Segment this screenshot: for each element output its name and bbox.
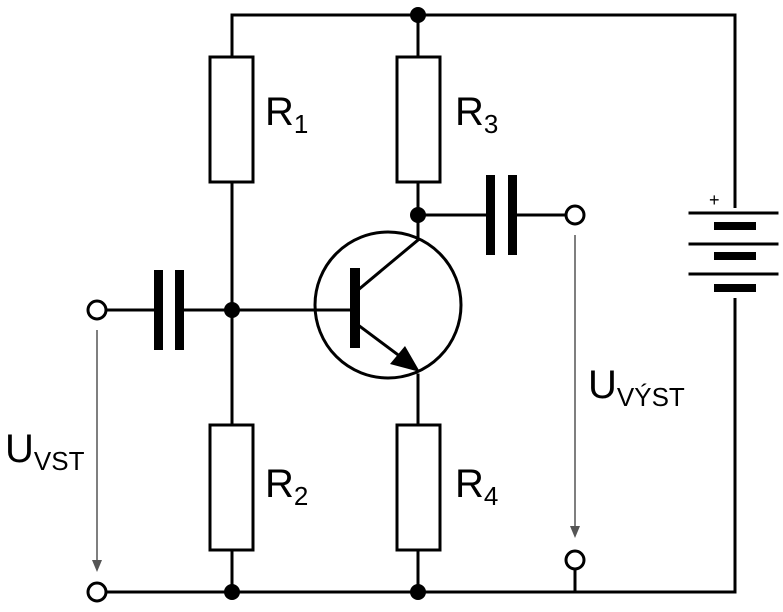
label-input-voltage: UVST bbox=[5, 427, 85, 476]
junction-node-ground-left bbox=[224, 584, 240, 600]
input-voltage-arrow bbox=[92, 330, 102, 572]
junction-node-base bbox=[224, 302, 240, 318]
label-r4: R4 bbox=[455, 462, 498, 511]
input-capacitor-plate-left bbox=[154, 270, 163, 350]
output-terminal-top bbox=[564, 204, 586, 226]
transistor-collector-lead bbox=[355, 237, 421, 293]
resistor-r1 bbox=[208, 55, 255, 184]
label-output-voltage: UVÝST bbox=[588, 363, 685, 412]
transistor-base-bar bbox=[350, 268, 360, 348]
input-terminal-top bbox=[86, 299, 108, 321]
npn-transistor bbox=[308, 230, 463, 380]
battery-plus-sign: + bbox=[709, 190, 720, 210]
resistor-r3 bbox=[395, 55, 442, 184]
emitter-arrow-icon bbox=[390, 346, 420, 372]
label-r3: R3 bbox=[455, 90, 498, 139]
junction-node-collector bbox=[410, 207, 426, 223]
junction-node-ground-right bbox=[410, 584, 426, 600]
transistor-envelope bbox=[313, 230, 463, 380]
output-capacitor-plate-left bbox=[486, 175, 495, 255]
label-r1: R1 bbox=[265, 90, 308, 139]
input-terminal-bottom bbox=[86, 581, 108, 603]
resistor-r4 bbox=[395, 423, 442, 552]
top-supply-rail bbox=[230, 13, 737, 212]
transistor-emitter-lead bbox=[355, 322, 408, 363]
input-capacitor-plate-right bbox=[175, 270, 184, 350]
battery-icon: + bbox=[688, 190, 779, 298]
junction-node-supply bbox=[410, 7, 426, 23]
output-terminal-bottom bbox=[564, 549, 586, 571]
output-voltage-arrow bbox=[570, 235, 580, 538]
label-r2: R2 bbox=[265, 462, 308, 511]
output-capacitor-plate-right bbox=[508, 175, 517, 255]
resistor-r2 bbox=[208, 423, 255, 552]
